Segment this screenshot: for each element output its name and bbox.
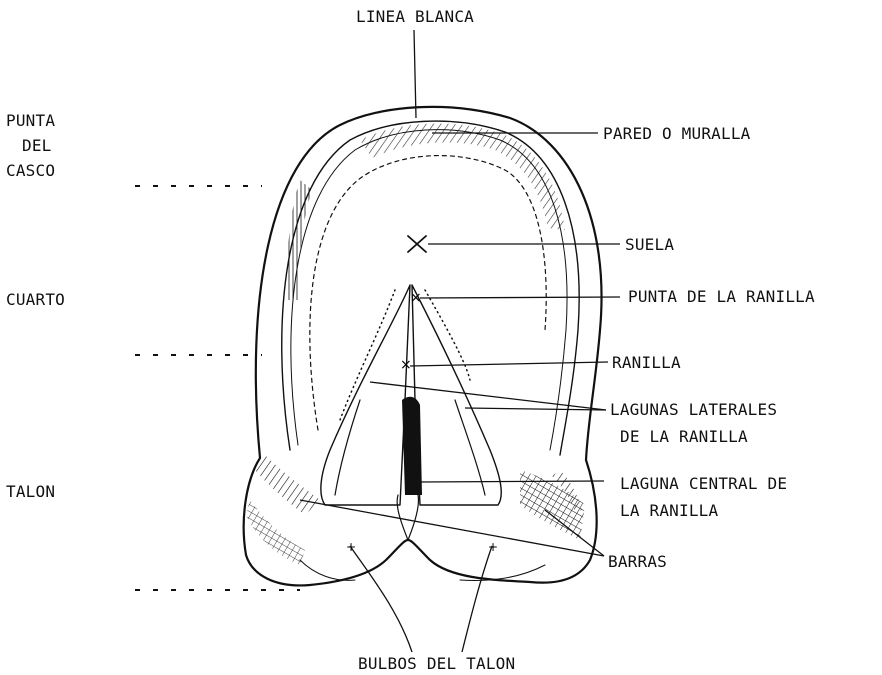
label-ranilla: RANILLA xyxy=(612,353,681,372)
label-laguna-central-line1: LAGUNA CENTRAL DE xyxy=(620,474,787,493)
leader-lines xyxy=(300,30,620,652)
ranilla-marker: × xyxy=(400,357,412,373)
suela-marker xyxy=(408,236,426,252)
label-laguna-central-line2: LA RANILLA xyxy=(620,501,718,520)
label-pared: PARED O MURALLA xyxy=(603,124,751,143)
punta-ranilla-marker: × xyxy=(410,290,422,306)
leader-bulbos-left xyxy=(350,546,412,652)
leader-laguna-central xyxy=(420,481,604,482)
zone-talon: TALON xyxy=(6,482,55,501)
leader-punta-ranilla xyxy=(420,297,620,298)
label-punta-ranilla: PUNTA DE LA RANILLA xyxy=(628,287,815,306)
label-suela: SUELA xyxy=(625,235,674,254)
leader-bulbos-right xyxy=(462,546,492,652)
label-barras: BARRAS xyxy=(608,552,667,571)
label-linea-blanca: LINEA BLANCA xyxy=(356,7,474,26)
label-lagunas-line1: LAGUNAS LATERALES xyxy=(610,400,777,419)
zone-punta-line2: DEL xyxy=(22,136,52,155)
zone-cuarto: CUARTO xyxy=(6,290,65,309)
leader-lagunas-2 xyxy=(465,408,606,410)
zone-punta-line3: CASCO xyxy=(6,161,55,180)
zone-punta-line1: PUNTA xyxy=(6,111,55,130)
label-lagunas-line2: DE LA RANILLA xyxy=(620,427,748,446)
hoof-outline: × × + + xyxy=(244,107,602,586)
leader-ranilla xyxy=(410,362,608,366)
label-bulbos: BULBOS DEL TALON xyxy=(358,654,515,673)
leader-linea-blanca xyxy=(414,30,416,118)
